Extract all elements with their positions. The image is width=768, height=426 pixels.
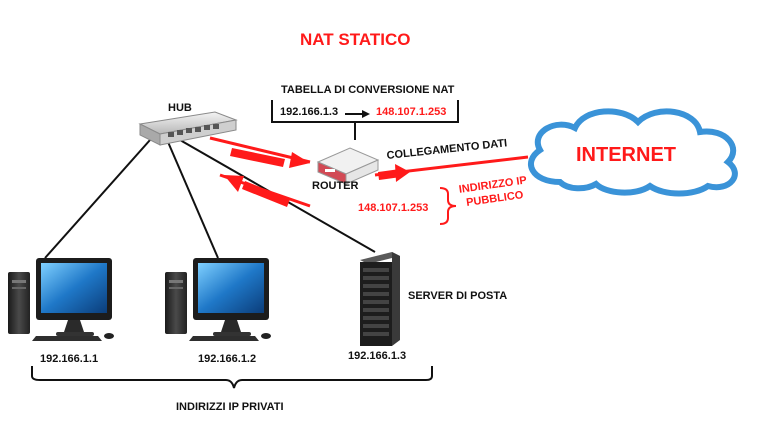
nat-private-ip: 192.166.1.3	[280, 106, 339, 118]
nat-arrow	[345, 110, 370, 118]
nat-public-ip: 148.107.1.253	[376, 106, 447, 118]
public-ip-brace	[439, 187, 457, 225]
network-cables	[44, 139, 376, 259]
router-icon	[316, 147, 380, 185]
private-ips-brace	[31, 366, 433, 389]
cable-hub-pc2	[167, 141, 219, 259]
computer-1-icon	[8, 258, 114, 341]
public-ip-value: 148.107.1.253	[358, 202, 429, 214]
hub-label: HUB	[168, 102, 192, 114]
host-ip-1: 192.166.1.1	[40, 353, 99, 365]
hub-router-links	[209, 136, 311, 208]
hub-icon	[138, 111, 238, 146]
host-ip-3: 192.166.1.3	[348, 350, 407, 362]
internet-label: INTERNET	[576, 144, 676, 166]
server-label: SERVER DI POSTA	[408, 290, 508, 302]
mail-server-icon	[360, 252, 400, 346]
router-label: ROUTER	[312, 180, 359, 192]
diagram-title: NAT STATICO	[300, 30, 411, 49]
cable-hub-pc1	[44, 139, 151, 259]
private-ips-label: INDIRIZZI IP PRIVATI	[176, 401, 284, 413]
computer-2-icon	[165, 258, 271, 341]
nat-table-title: TABELLA DI CONVERSIONE NAT	[281, 84, 455, 96]
nat-table-bracket	[271, 100, 459, 140]
internet-cloud	[528, 108, 738, 197]
host-ip-2: 192.166.1.2	[198, 353, 257, 365]
router-internet-link	[374, 155, 529, 182]
